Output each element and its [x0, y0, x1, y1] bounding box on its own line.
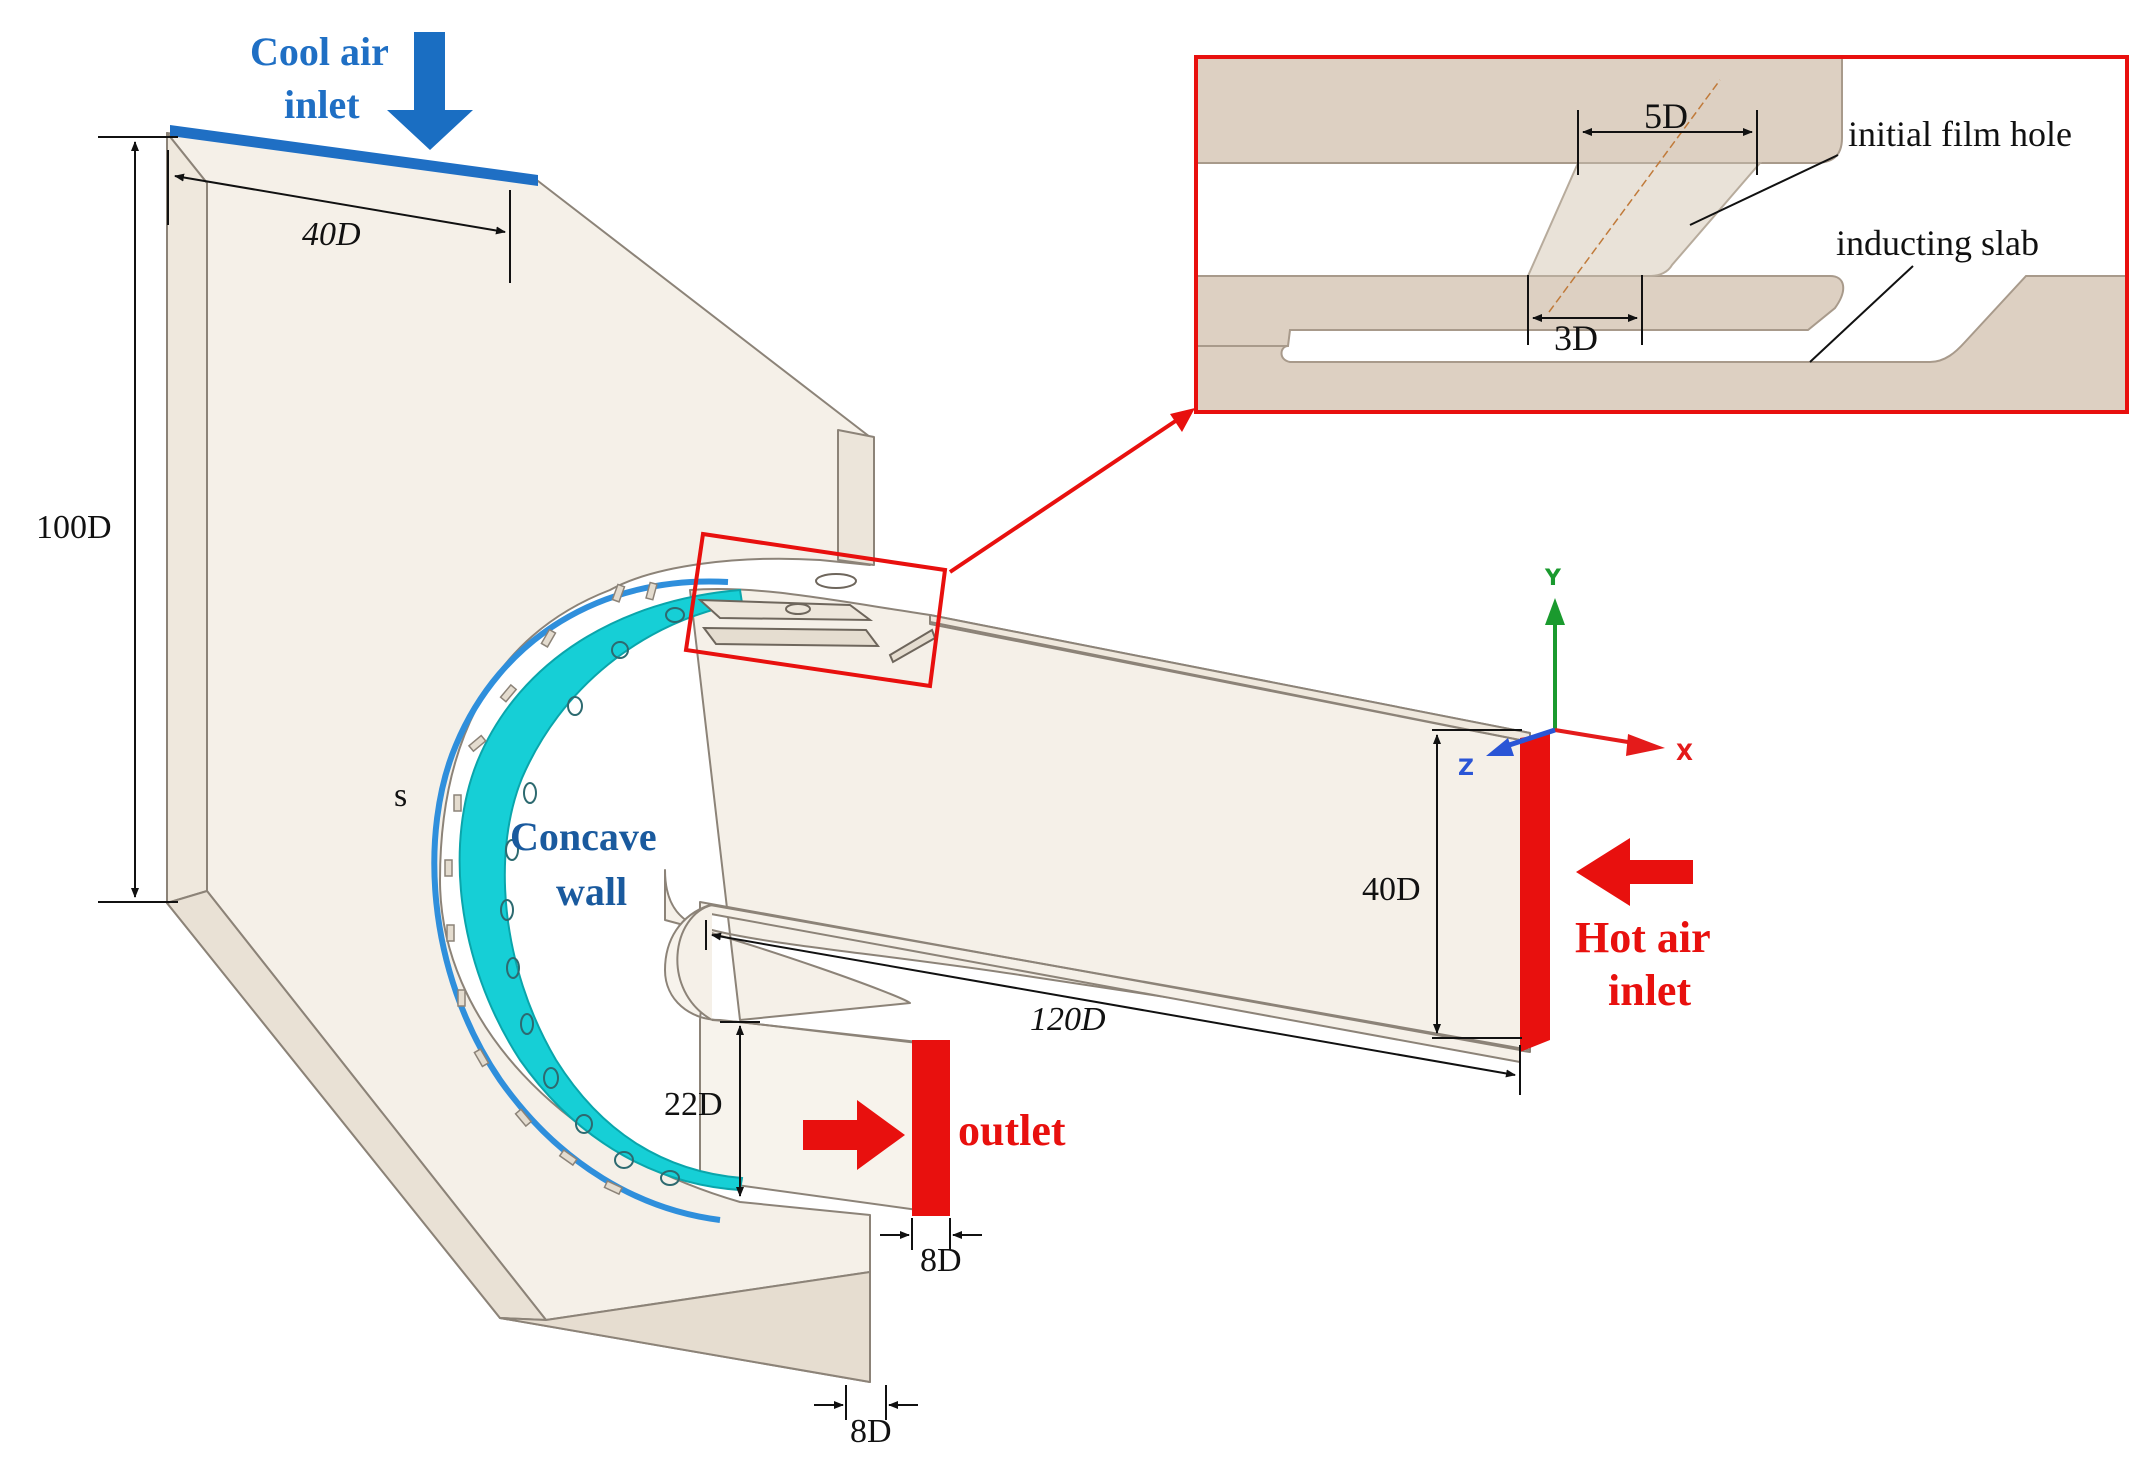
inset-top-solid: [1196, 57, 1843, 164]
body-bottom-edge: [499, 1271, 871, 1383]
x-axis-arrow-icon: [1626, 734, 1665, 756]
cool-air-label-line2: inlet: [284, 82, 360, 127]
axis-y-label: Y: [1544, 566, 1562, 591]
hot-air-inlet-face: [1520, 733, 1550, 1052]
concave-wall-label-line2: wall: [556, 869, 627, 914]
dim-8d-outlet: 8D: [920, 1242, 962, 1279]
outlet-label: outlet: [958, 1106, 1066, 1155]
rim-tabs: [444, 581, 658, 1196]
y-axis-arrow-icon: [1545, 598, 1565, 625]
axis-x-label: X: [1676, 741, 1693, 766]
cool-air-inlet-face: [170, 125, 538, 186]
outlet-face: [912, 1040, 950, 1216]
inset-label-inducting-slab: inducting slab: [1836, 223, 2039, 263]
dimension-lines: [98, 136, 1522, 1420]
zoom-indicator: [683, 416, 1182, 689]
inset-film-hole: [1526, 162, 1763, 277]
inset-panel: [1194, 55, 2129, 414]
zoom-arrow-head-icon: [1170, 408, 1195, 432]
s-curve-outline: [431, 578, 729, 1223]
axis-z-label: Z: [1458, 756, 1474, 781]
slot-rounded-end: [676, 904, 713, 1021]
dim-40d-top: 40D: [302, 216, 361, 253]
inset-label-initial-film-hole: initial film hole: [1848, 114, 2072, 154]
coordinate-triad: [1486, 598, 1665, 756]
concave-wall-label-line1: Concave: [510, 814, 657, 859]
outlet-arrow-icon: [803, 1100, 905, 1170]
inset-middle-slab: [1196, 275, 1845, 347]
hot-air-label-line2: inlet: [1608, 966, 1691, 1015]
body-edge-strip: [166, 132, 208, 904]
cool-air-arrow-icon: [387, 32, 473, 150]
body-upper-step: [837, 429, 875, 566]
inset-dim-3d: 3D: [1554, 318, 1598, 358]
dim-8d-bottom: 8D: [850, 1413, 892, 1450]
zoom-source-box: [683, 531, 948, 689]
film-holes: [500, 607, 685, 1186]
text-layer: Cool air inlet Hot air inlet outlet Conc…: [36, 29, 2072, 1450]
inset-border: [1194, 55, 2129, 414]
inset-bottom-solid: [1196, 275, 2127, 412]
cool-air-label-line1: Cool air: [250, 29, 389, 74]
dim-22d: 22D: [664, 1086, 723, 1123]
s-label: s: [394, 777, 407, 814]
dim-40d-right: 40D: [1362, 871, 1421, 908]
hot-air-arrow-icon: [1576, 838, 1693, 906]
dim-100d: 100D: [36, 509, 112, 546]
inset-dim-5d: 5D: [1644, 96, 1688, 136]
hot-air-label-line1: Hot air: [1575, 913, 1711, 962]
z-axis-arrow-icon: [1486, 738, 1514, 756]
slot-detail: [697, 573, 937, 664]
channel-body: [166, 132, 875, 1383]
dim-120d: 120D: [1030, 1001, 1106, 1038]
